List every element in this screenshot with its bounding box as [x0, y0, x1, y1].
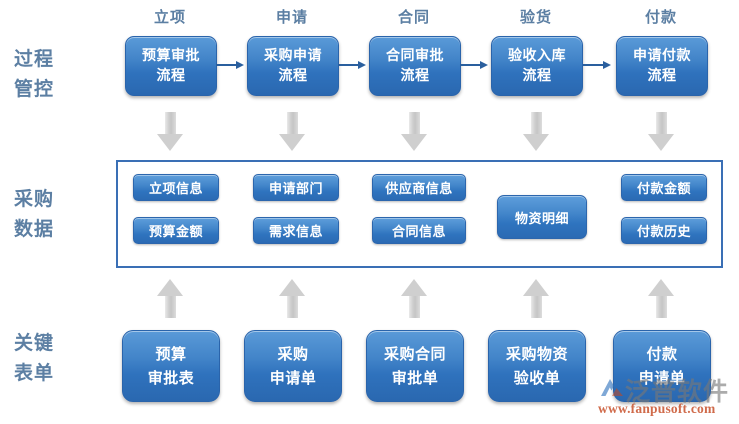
data-chip-request-department[interactable]: 申请部门 [253, 174, 339, 201]
arrow-down-icon-2 [279, 112, 305, 152]
arrow-right-icon [236, 60, 244, 69]
arrow-head [279, 134, 305, 151]
connector-line [216, 64, 240, 66]
arrow-right-icon [358, 60, 366, 69]
arrow-up-icon-5 [648, 278, 674, 318]
arrow-down-icon-3 [401, 112, 427, 152]
data-chip-demand-info[interactable]: 需求信息 [253, 217, 339, 244]
data-chip-material-details[interactable]: 物资明细 [497, 195, 587, 239]
arrow-down-icon-1 [157, 112, 183, 152]
arrow-shaft [531, 294, 542, 318]
arrow-shaft [656, 112, 667, 136]
connector-arrow-4 [583, 59, 613, 71]
process-box-payment-request[interactable]: 申请付款 流程 [616, 36, 708, 96]
arrow-head [157, 134, 183, 151]
arrow-shaft [409, 112, 420, 136]
arrow-right-icon [603, 60, 611, 69]
arrow-up-icon-4 [523, 278, 549, 318]
arrow-head [401, 134, 427, 151]
stage-caption-fukuan: 付款 [644, 8, 677, 26]
arrow-head [523, 279, 549, 296]
connector-arrow-2 [338, 59, 368, 71]
data-chip-payment-amount[interactable]: 付款金额 [621, 174, 707, 201]
arrow-head [648, 134, 674, 151]
connector-line [338, 64, 362, 66]
process-box-purchase-request[interactable]: 采购申请 流程 [247, 36, 339, 96]
connector-arrow-3 [460, 59, 490, 71]
form-box-purchase-request-sheet[interactable]: 采购 申请单 [244, 330, 342, 402]
arrow-head [523, 134, 549, 151]
data-chip-payment-history[interactable]: 付款历史 [621, 217, 707, 244]
data-chip-project-info[interactable]: 立项信息 [133, 174, 219, 201]
arrow-shaft [287, 112, 298, 136]
band-label-data: 采购 数据 [14, 188, 55, 240]
data-chip-contract-info[interactable]: 合同信息 [372, 217, 466, 244]
stage-caption-shenqing: 申请 [275, 8, 308, 26]
arrow-head [279, 279, 305, 296]
arrow-shaft [165, 294, 176, 318]
arrow-head [648, 279, 674, 296]
connector-line [583, 64, 607, 66]
data-chip-supplier-info[interactable]: 供应商信息 [372, 174, 466, 201]
stage-caption-hetong: 合同 [397, 8, 430, 26]
arrow-shaft [531, 112, 542, 136]
stage-caption-liixang: 立项 [153, 8, 186, 26]
connector-line [460, 64, 484, 66]
form-box-budget-approval-sheet[interactable]: 预算 审批表 [122, 330, 220, 402]
process-box-budget-approval[interactable]: 预算审批 流程 [125, 36, 217, 96]
watermark-url: www.fanpusoft.com [598, 401, 716, 416]
arrow-shaft [409, 294, 420, 318]
form-box-contract-approval-sheet[interactable]: 采购合同 审批单 [366, 330, 464, 402]
arrow-down-icon-5 [648, 112, 674, 152]
arrow-down-icon-4 [523, 112, 549, 152]
form-box-payment-request-sheet[interactable]: 付款 申请单 [613, 330, 711, 402]
process-box-receipt-storage[interactable]: 验收入库 流程 [491, 36, 583, 96]
form-box-material-receipt-sheet[interactable]: 采购物资 验收单 [488, 330, 586, 402]
connector-arrow-1 [216, 59, 246, 71]
arrow-head [157, 279, 183, 296]
arrow-head [401, 279, 427, 296]
stage-caption-yanhuo: 验货 [519, 8, 552, 26]
arrow-shaft [165, 112, 176, 136]
data-chip-budget-amount[interactable]: 预算金额 [133, 217, 219, 244]
band-label-process: 过程 管控 [14, 48, 55, 100]
arrow-up-icon-3 [401, 278, 427, 318]
band-label-forms: 关键 表单 [14, 332, 55, 384]
procurement-data-container: 立项信息 预算金额 申请部门 需求信息 供应商信息 合同信息 物资明细 付款金额… [116, 160, 723, 268]
arrow-shaft [656, 294, 667, 318]
arrow-right-icon [480, 60, 488, 69]
arrow-shaft [287, 294, 298, 318]
process-box-contract-approval[interactable]: 合同审批 流程 [369, 36, 461, 96]
arrow-up-icon-1 [157, 278, 183, 318]
arrow-up-icon-2 [279, 278, 305, 318]
